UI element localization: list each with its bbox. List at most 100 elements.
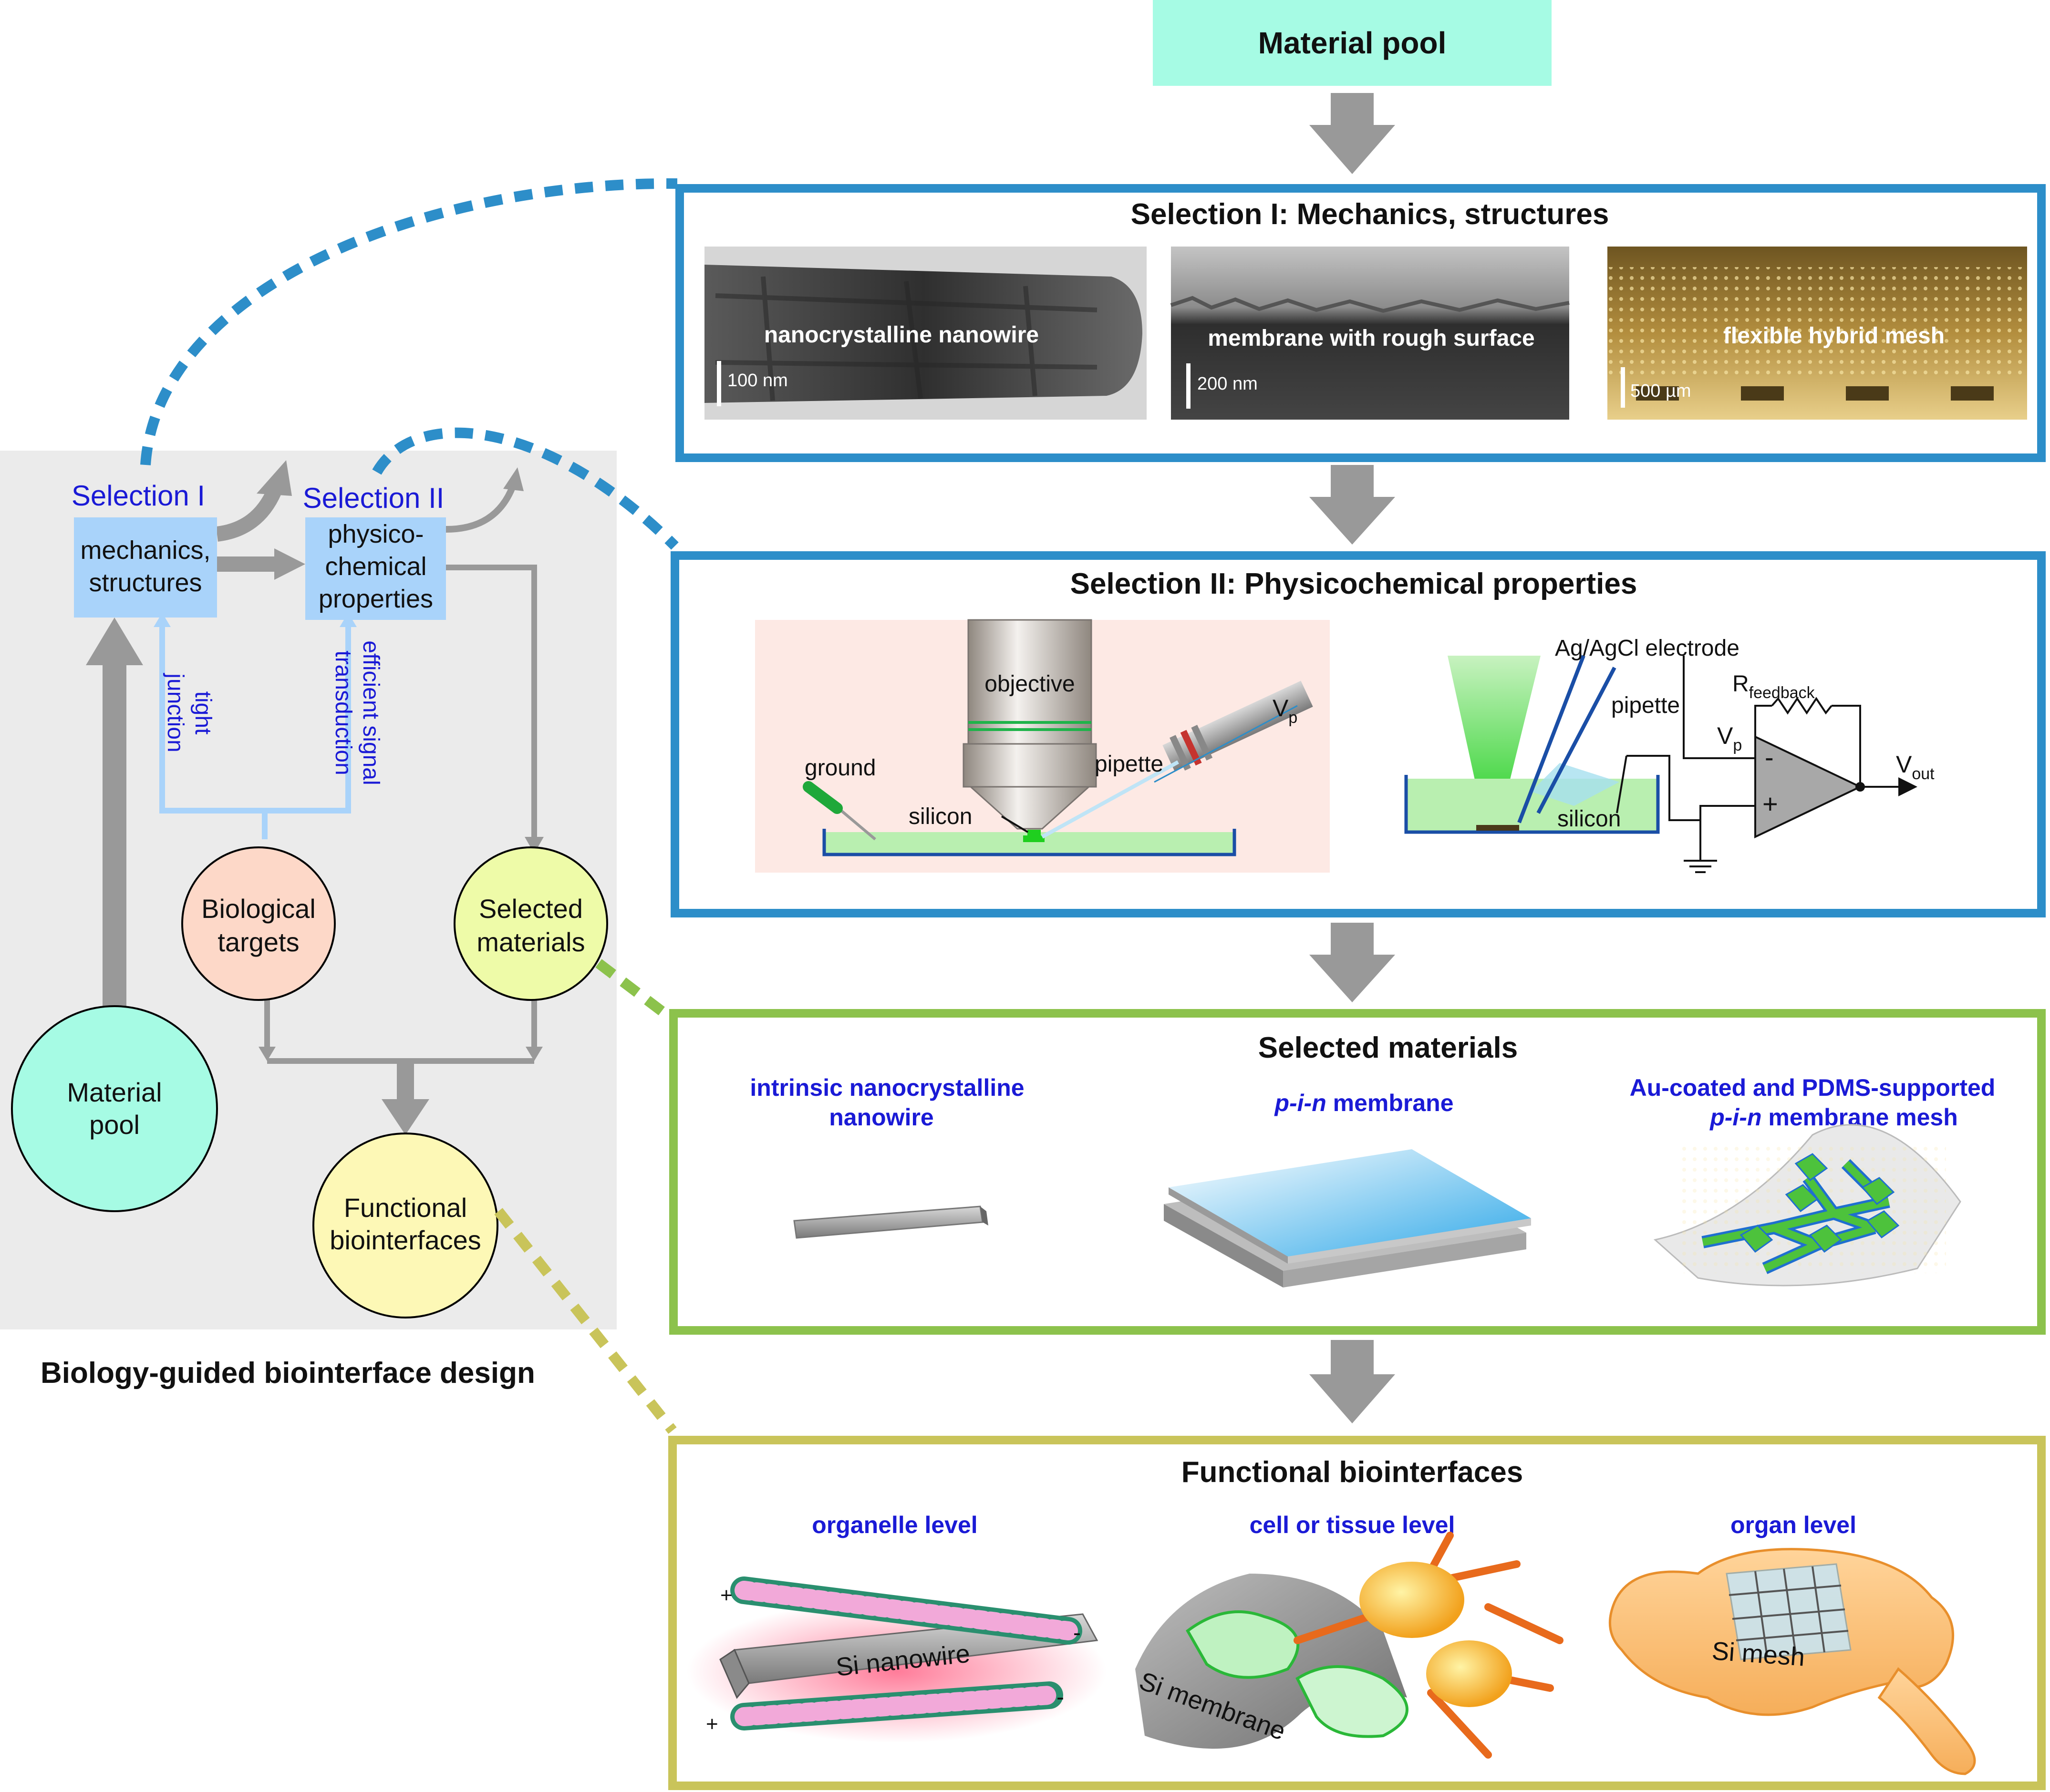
- electrode-line-2: [1536, 667, 1616, 814]
- silicon-pointer: [1001, 815, 1029, 833]
- signal-transduction-label: efficient signal transduction: [331, 640, 383, 785]
- microtubule-bottom: [730, 1681, 1063, 1730]
- material-pool-title: Material pool: [1258, 26, 1447, 60]
- mesh-photo-dots: [1607, 267, 2027, 377]
- selection2-connector: [372, 427, 679, 550]
- box2-line2: chemical: [325, 552, 426, 581]
- minus-bottom: -: [1056, 1685, 1064, 1710]
- tem2-scale: 200 nm: [1197, 374, 1258, 394]
- selection1-label: Selection I: [72, 480, 205, 512]
- flow-arrow-1-shaft: [1331, 93, 1374, 126]
- selection1-title: Selection I: Mechanics, structures: [1131, 198, 1609, 231]
- microtubule-bottom-beads: [735, 1686, 1059, 1726]
- dashed-connectors: [140, 178, 679, 1434]
- box2-line3: properties: [319, 585, 433, 613]
- material-pool-circle: [11, 1005, 218, 1212]
- objective-collar: [963, 743, 1097, 788]
- physicochemical-box: [305, 517, 446, 620]
- functional-biointerfaces-circle: [312, 1133, 498, 1318]
- membrane-stack-illustration: [1164, 1149, 1531, 1287]
- item1-line2: nanowire: [829, 1104, 933, 1131]
- pool-line2: pool: [89, 1110, 140, 1140]
- pipette-holder: [1162, 680, 1313, 772]
- circuit-bath-dish: [1404, 775, 1660, 834]
- mesh-pad-2: [1785, 1184, 1819, 1213]
- box2-to-selected-line: [446, 565, 537, 839]
- pipette-right-label: pipette: [1611, 693, 1680, 718]
- selection2-title: Selection II: Physicochemical properties: [1070, 567, 1637, 600]
- selected-down-arrowhead: [526, 1047, 543, 1061]
- light-beam: [1448, 656, 1541, 830]
- box2-line1: physico-: [328, 520, 424, 548]
- silicon-glow: [1027, 830, 1041, 836]
- tight-junction-arrow: [159, 625, 268, 839]
- rod-end: [980, 1206, 988, 1226]
- mesh-scale: 500 µm: [1630, 381, 1691, 401]
- organ-level-label: organ level: [1730, 1512, 1856, 1538]
- brain-stem: [1877, 1667, 1976, 1775]
- flow-arrow-3-shaft: [1331, 923, 1374, 956]
- microtubule-top: [730, 1576, 1082, 1645]
- si-nanowire-end: [719, 1648, 750, 1699]
- selected-connector: [595, 959, 671, 1020]
- green-cell-2: [1295, 1665, 1408, 1738]
- mesh-pad-5: [1739, 1225, 1773, 1253]
- item1-line1: intrinsic nanocrystalline: [750, 1074, 1024, 1101]
- membrane-layer-bottom-side: [1283, 1233, 1526, 1287]
- membrane-layer-top-edge: [1169, 1187, 1288, 1264]
- vp-right-label: Vp: [1717, 722, 1742, 754]
- signal-transduction-arrow: [265, 625, 351, 814]
- wire-feedback-return: [1832, 705, 1861, 787]
- tem-membrane-image: membrane with rough surface 200 nm: [1170, 247, 1570, 420]
- box1-line1: mechanics,: [80, 536, 210, 565]
- flow-arrow-3-head: [1309, 955, 1395, 1002]
- flow-arrow-1-head: [1309, 125, 1395, 174]
- box1-line2: structures: [89, 568, 202, 597]
- ground-label: ground: [805, 755, 876, 781]
- pipette-holder-ring1: [1170, 735, 1191, 771]
- mesh-label: flexible hybrid mesh: [1723, 323, 1945, 349]
- func-line2: biointerfaces: [330, 1225, 481, 1255]
- bio-down-arrowhead: [259, 1047, 276, 1061]
- merge-down-arrowhead: [382, 1099, 429, 1135]
- pipette-holder-ring3: [1191, 725, 1213, 761]
- wire-silicon: [1626, 755, 1700, 821]
- material-pool-box: [1153, 0, 1552, 86]
- functional-biointerfaces-panel: Functional biointerfaces organelle level…: [668, 1436, 2046, 1790]
- functional-title: Functional biointerfaces: [1181, 1456, 1523, 1489]
- organelle-level-label: organelle level: [812, 1512, 977, 1538]
- electrode-line-1: [1517, 655, 1585, 824]
- objective-tip: [969, 786, 1091, 830]
- selection1-connector: [140, 178, 678, 465]
- tem1-texture: [715, 276, 1097, 401]
- selection1-curved-arrow: [216, 488, 281, 542]
- flow-arrows: [1309, 93, 1395, 1423]
- rfeedback-label: Rfeedback: [1732, 671, 1815, 702]
- flow-arrow-4-head: [1309, 1374, 1395, 1423]
- tem2-rough-edge: [1170, 296, 1570, 313]
- opamp-minus: -: [1765, 742, 1774, 772]
- objective-label: objective: [984, 671, 1075, 697]
- flow-arrow-2-shaft: [1331, 465, 1374, 498]
- selected-materials-panel: Selected materials intrinsic nanocrystal…: [669, 1009, 2046, 1335]
- tem1-scalebar: [717, 361, 721, 406]
- mechanics-structures-box: [74, 517, 217, 618]
- mesh-pad-1: [1794, 1153, 1828, 1182]
- minus-top: -: [1073, 1620, 1081, 1646]
- mesh-illustration: [1653, 1124, 1961, 1287]
- mesh-pad-4: [1809, 1225, 1843, 1253]
- plus-top: +: [720, 1584, 733, 1607]
- vout-label: Vout: [1896, 751, 1935, 783]
- si-mesh-label: Si mesh: [1711, 1637, 1806, 1671]
- tight-junction-arrowhead: [154, 613, 171, 627]
- pool-line1: Material: [67, 1077, 162, 1107]
- tem2-scalebar: [1186, 363, 1191, 409]
- tem1-label: nanocrystalline nanowire: [764, 322, 1039, 348]
- opamp-plus: +: [1762, 789, 1778, 819]
- tight-junction-label: tight junction: [163, 672, 216, 752]
- flow-arrow-2-head: [1309, 497, 1395, 545]
- microtubule-top-beads: [735, 1581, 1078, 1640]
- tem2-bg: [1171, 247, 1569, 420]
- box2-to-selected-arrowhead: [525, 837, 544, 854]
